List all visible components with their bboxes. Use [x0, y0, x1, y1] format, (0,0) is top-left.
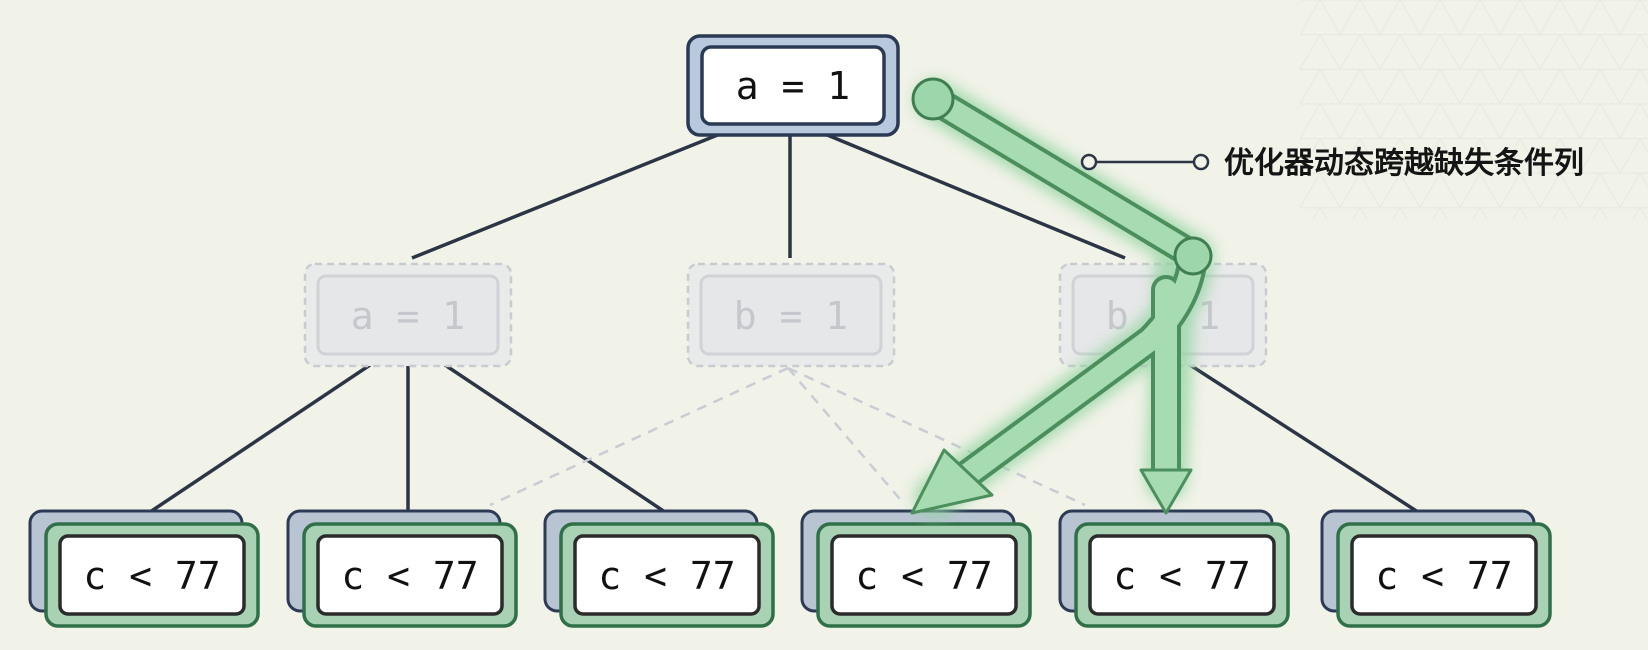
path-arrowhead-right	[1139, 468, 1193, 515]
skip-scan-path	[910, 77, 1214, 518]
root-connectors	[411, 130, 1126, 260]
callout-dot-right	[1192, 153, 1210, 171]
middle-node-2-label: b = 1	[734, 294, 848, 338]
middle-node-1-label: a = 1	[351, 294, 465, 338]
leaf-node-4: c < 77	[800, 509, 1032, 628]
background-pattern	[1300, 0, 1648, 220]
leaf-node-1-label: c < 77	[83, 554, 220, 598]
middle-node-1: a = 1	[303, 262, 513, 368]
leaf-node-3-label: c < 77	[598, 554, 735, 598]
callout: 优化器动态跨越缺失条件列	[1080, 146, 1584, 181]
leaf-node-5-label: c < 77	[1113, 554, 1250, 598]
leaf-node-1: c < 77	[28, 509, 260, 628]
path-start-dot	[911, 77, 955, 121]
root-node-label: a = 1	[736, 64, 850, 108]
middle-node-2: b = 1	[686, 262, 896, 368]
root-node: a = 1	[686, 34, 900, 137]
dashed-connectors	[489, 366, 1086, 507]
callout-text: 优化器动态跨越缺失条件列	[1224, 146, 1584, 181]
leaf-connectors	[149, 363, 1419, 514]
leaf-node-4-label: c < 77	[855, 554, 992, 598]
leaf-node-5: c < 77	[1058, 509, 1290, 628]
leaf-node-2-label: c < 77	[341, 554, 478, 598]
path-arrowhead-left	[910, 448, 994, 515]
leaf-node-3: c < 77	[543, 509, 775, 628]
leaf-node-6: c < 77	[1320, 509, 1552, 628]
path-bend-dot	[1173, 236, 1213, 276]
callout-dot-left	[1080, 153, 1098, 171]
leaf-node-6-label: c < 77	[1375, 554, 1512, 598]
leaf-node-2: c < 77	[286, 509, 518, 628]
